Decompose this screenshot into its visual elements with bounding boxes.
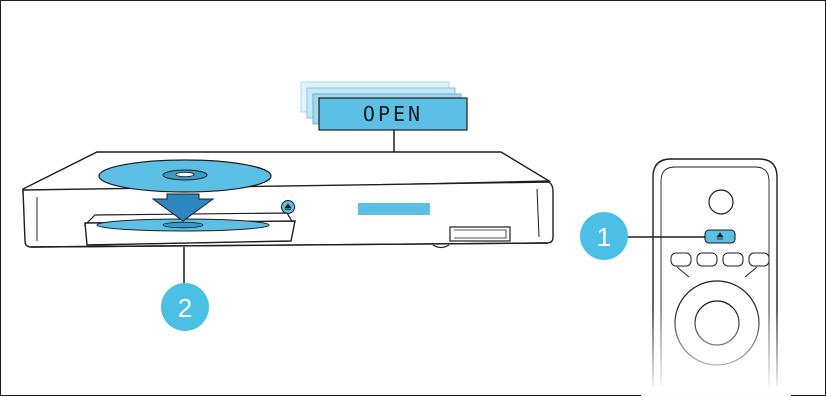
player-right-bevel [536,188,540,238]
step-badge-2: 2 [161,283,209,331]
step-badge-2-circle [161,283,209,331]
step-badge-1-number: 1 [597,222,611,252]
player-bottom-edge [30,242,548,248]
step-badge-1-circle [580,212,628,260]
usb-port-inner [454,229,507,239]
display-popup: OPEN [300,81,468,205]
disc-player [22,151,554,287]
eject-icon [284,203,292,210]
remote-control [623,158,791,397]
tray-front-edge [86,240,292,246]
tray-disc-hub [162,221,204,229]
step-badge-1: 1 [580,212,628,260]
remote-fade [641,159,791,397]
usb-port [449,226,511,242]
step-badge-2-number: 2 [178,293,192,323]
display-panel [318,97,468,131]
player-display-window [358,203,430,215]
disc-hole [175,171,195,178]
display-text: OPEN [363,102,423,126]
insert-down-arrow-icon [151,193,215,222]
player-foot [432,244,450,249]
